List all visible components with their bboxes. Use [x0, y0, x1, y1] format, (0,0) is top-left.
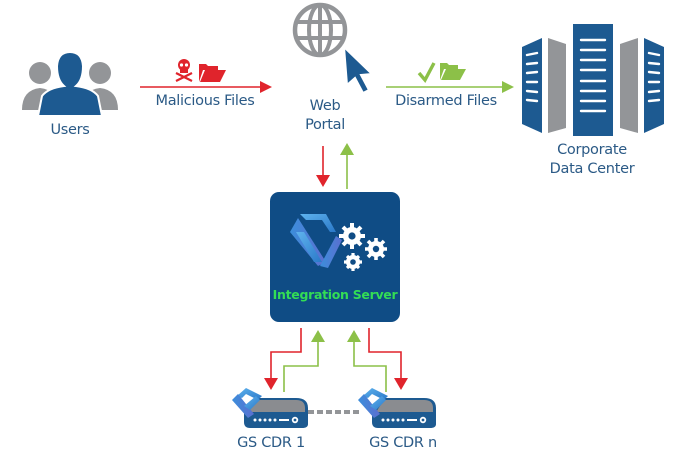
cdr-appliance-icon [358, 388, 436, 428]
data-center-label-line1: Corporate [557, 142, 627, 158]
disarmed-files-label: Disarmed Files [395, 93, 497, 109]
integration-server-label: Integration Server [272, 287, 398, 302]
portal-to-server-arrow [316, 146, 330, 187]
checkmark-icon [417, 62, 436, 84]
users-icon [22, 50, 118, 117]
folder-icon [199, 64, 226, 82]
cdrn-to-server-arrow [347, 330, 387, 392]
integration-server-box [270, 192, 400, 322]
malicious-files-label: Malicious Files [155, 93, 255, 109]
server-to-cdrn-arrow [368, 328, 408, 390]
disarmed-files-arrow [386, 81, 514, 93]
logo-gears-icon [290, 214, 387, 271]
skull-crossbones-icon [175, 59, 193, 82]
folder-icon [440, 63, 466, 80]
cdr-n-label: GS CDR n [369, 435, 437, 451]
web-portal-label-line2: Portal [305, 117, 345, 133]
globe-cursor-icon [292, 2, 375, 95]
cdr1-to-server-arrow [283, 330, 325, 392]
malicious-files-arrow [140, 81, 272, 93]
users-label: Users [50, 122, 90, 138]
data-center-label-line2: Data Center [549, 161, 635, 177]
web-portal-label-line1: Web [309, 98, 341, 114]
cdr-1-label: GS CDR 1 [237, 435, 305, 451]
server-to-portal-arrow [340, 143, 354, 189]
server-to-cdr1-arrow [264, 328, 302, 390]
server-racks-icon [522, 24, 664, 136]
cdr-appliance-icon [232, 388, 308, 428]
